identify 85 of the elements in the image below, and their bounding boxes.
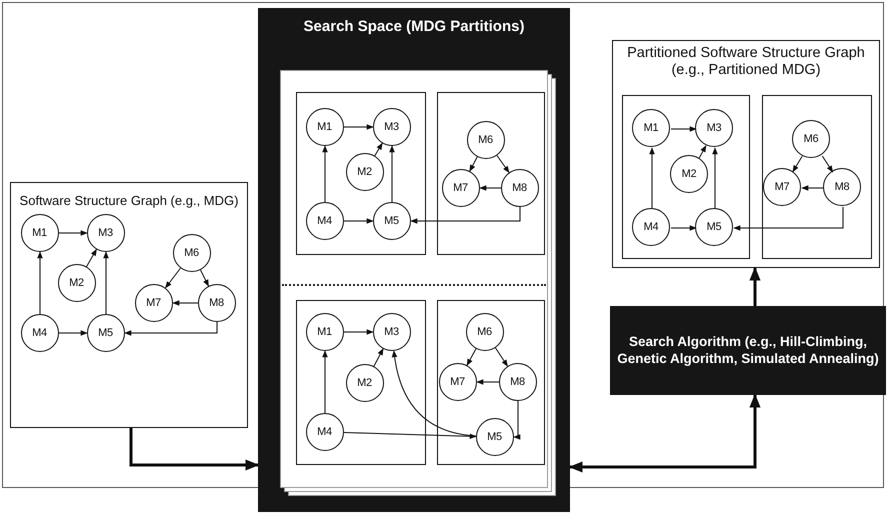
module-circle: M6 (172, 234, 210, 272)
module-circle: M7 (438, 362, 476, 400)
cluster-box (622, 94, 750, 258)
arrow (494, 347, 508, 367)
panel-title: Search Algorithm (e.g., Hill-Climbing, Genetic Algorithm, Simulated Annealing) (616, 334, 880, 367)
cluster-box (296, 92, 426, 255)
module-circle: M1 (306, 108, 344, 146)
module-circle: M7 (442, 168, 480, 206)
arrow (698, 145, 706, 159)
arrow (649, 147, 655, 210)
module-circle: M4 (306, 412, 344, 450)
module-circle: M5 (372, 202, 410, 240)
arrow (344, 432, 477, 440)
arrow (389, 145, 395, 202)
module-circle: M2 (670, 155, 708, 193)
arrow (822, 155, 834, 173)
module-circle: M5 (86, 314, 124, 352)
module-circle: M6 (466, 312, 504, 350)
module-circle: M1 (632, 109, 670, 147)
cluster-box (437, 300, 545, 465)
arrow (476, 379, 500, 385)
arrow (37, 251, 43, 314)
module-circle: M7 (763, 168, 801, 206)
arrow (733, 206, 844, 231)
cluster-box (762, 94, 872, 258)
module-circle: M8 (198, 284, 236, 322)
module-circle: M3 (695, 109, 733, 147)
arrow (712, 147, 718, 210)
arrow (344, 124, 374, 130)
arrow (749, 266, 761, 306)
arrow (479, 185, 502, 191)
module-circle: M3 (372, 108, 410, 146)
arrow (469, 156, 478, 172)
arrow (513, 400, 520, 440)
arrow (103, 251, 109, 314)
module-circle: M5 (476, 418, 514, 456)
module-circle: M6 (466, 120, 504, 158)
module-circle: M6 (792, 120, 830, 158)
module-circle: M8 (500, 168, 538, 206)
module-circle: M3 (86, 214, 124, 252)
arrow (496, 155, 510, 174)
module-circle: M2 (58, 264, 96, 302)
arrow (200, 270, 209, 287)
arrow (344, 218, 374, 224)
cluster-box (437, 92, 545, 255)
cluster-box (296, 300, 426, 465)
graph-panel (10, 182, 248, 428)
arrow (801, 185, 824, 191)
module-circle: M5 (695, 208, 733, 246)
arrow (124, 322, 218, 336)
arrow (58, 230, 88, 236)
panel-title: Search Space (MDG Partitions) (302, 18, 526, 36)
search-space-panel (258, 8, 570, 512)
panel-title: Partitioned Software Structure Graph (e.g., Partitioned MDG) (626, 45, 866, 80)
arrow (322, 350, 328, 414)
arrow (392, 350, 477, 436)
module-circle: M4 (20, 314, 58, 352)
module-circle: M7 (134, 284, 172, 322)
module-circle: M2 (346, 364, 384, 402)
arrow (344, 329, 374, 335)
module-circle: M4 (306, 202, 344, 240)
arrow (130, 428, 260, 471)
arrow (86, 248, 97, 268)
module-circle: M8 (823, 168, 861, 206)
arrow (374, 142, 383, 156)
arrow (410, 206, 520, 224)
arrow (792, 156, 803, 172)
arrow (322, 145, 328, 202)
arrow (568, 394, 761, 473)
arrow (172, 300, 198, 306)
module-circle: M4 (632, 208, 670, 246)
algorithm-box (610, 306, 886, 395)
module-circle: M1 (306, 312, 344, 350)
graph-panel (612, 40, 880, 268)
module-circle: M2 (346, 152, 384, 190)
module-circle: M1 (20, 214, 58, 252)
module-circle: M3 (372, 312, 410, 350)
panel-title: Software Structure Graph (e.g., MDG) (18, 193, 240, 209)
arrow (466, 348, 476, 366)
module-circle: M8 (498, 362, 536, 400)
arrow (670, 225, 697, 231)
arrow (165, 268, 181, 288)
arrow (373, 348, 384, 367)
arrow (670, 126, 697, 132)
arrow (58, 330, 88, 336)
